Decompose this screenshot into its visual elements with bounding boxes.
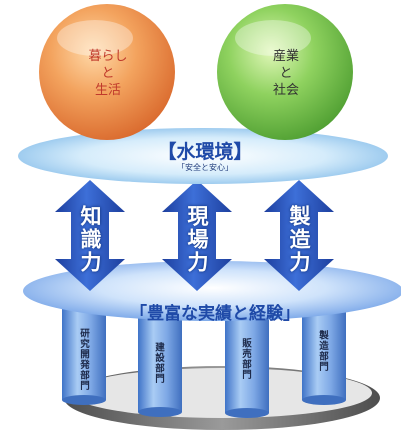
pillar-1: [62, 300, 106, 405]
left-circle: [39, 4, 175, 140]
right-circle-line1: 産業: [272, 49, 299, 64]
right-circle-line3: 社会: [272, 83, 299, 98]
left-circle-line3: 生活: [94, 83, 121, 98]
arrow-2: [162, 180, 232, 291]
pillar-label-sales: 販売部門: [240, 338, 251, 380]
right-circle-label: 産業 と 社会: [258, 48, 314, 99]
arrows: [55, 180, 334, 291]
left-circle-line2: と: [101, 66, 115, 81]
water-subtitle: 「安全と安心」: [177, 163, 233, 172]
pillar-label-construction: 建設部門: [153, 342, 164, 384]
water-title: 【水環境】: [157, 141, 253, 163]
left-circle-label: 暮らし と 生活: [80, 48, 136, 99]
arrow-label-manufacturing: 製造力: [287, 205, 311, 274]
right-circle: [217, 4, 353, 140]
pillar-label-manufacturing: 製造部門: [317, 330, 328, 372]
pillar-label-rnd: 研究開発部門: [78, 328, 89, 391]
arrow-1: [55, 180, 125, 291]
arrow-3: [264, 180, 334, 291]
right-circle-line2: と: [279, 66, 293, 81]
arrow-label-field: 現場力: [185, 205, 209, 274]
arrow-label-knowledge: 知識力: [78, 205, 102, 274]
experience-label: 「豊富な実績と経験」: [130, 304, 300, 324]
water-disc: [18, 128, 388, 184]
left-circle-line1: 暮らし: [88, 49, 128, 64]
